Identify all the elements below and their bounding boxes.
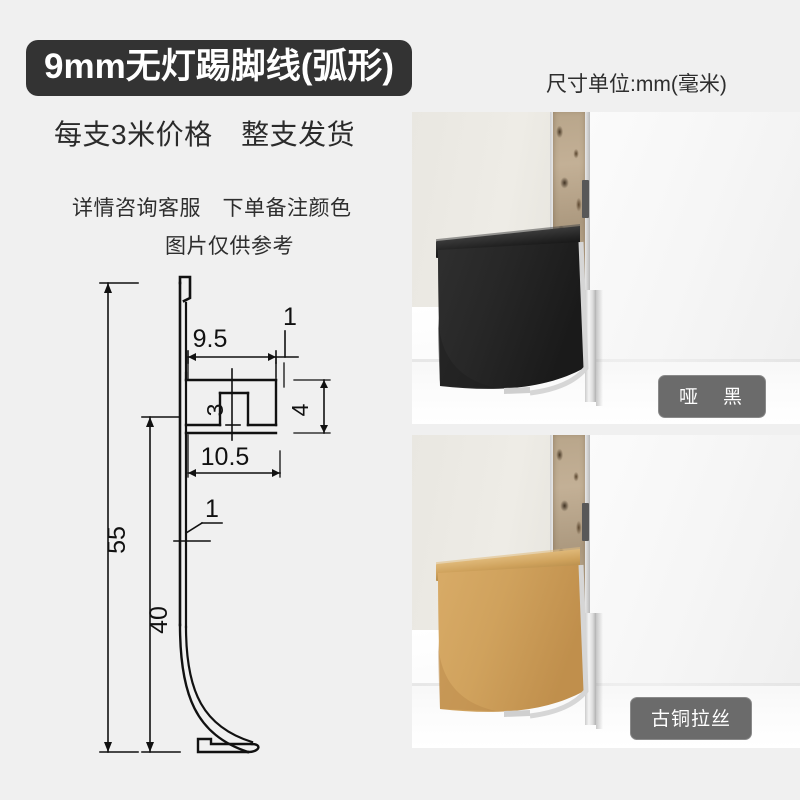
baseboard-curved-face: [434, 563, 594, 712]
photo-scene: [412, 435, 800, 748]
baseboard-silver-rim: [434, 240, 594, 396]
cork-frame-left: [550, 112, 554, 294]
reference-note: 图片仅供参考: [165, 235, 294, 258]
dim-label-4: 4: [287, 403, 313, 416]
dim-label-55: 55: [103, 526, 131, 554]
product-photo-matte-black: [412, 112, 800, 424]
baseboard-silver-rim: [434, 563, 594, 719]
product-photo-bronze: [412, 435, 800, 748]
cork-clip: [582, 180, 589, 218]
color-label-matte-black: 哑 黑: [658, 375, 767, 418]
baseboard-curved-face: [434, 240, 594, 389]
aluminium-trim-vertical: [585, 613, 596, 725]
aluminium-trim-vertical: [585, 290, 596, 402]
technical-drawing: 9.5 1 3 4 10.5 1 55 40: [80, 265, 400, 785]
cork-frame-left: [550, 435, 554, 617]
dim-label-40: 40: [145, 606, 173, 634]
photo-scene: [412, 112, 800, 424]
trim-shadow: [596, 613, 603, 729]
service-note: 详情咨询客服 下单备注颜色: [72, 197, 352, 220]
trim-shadow: [596, 290, 603, 406]
price-subtitle: 每支3米价格 整支发货: [54, 119, 356, 150]
unit-note: 尺寸单位:mm(毫米): [546, 73, 727, 96]
floor-edge: [412, 683, 800, 686]
cork-clip: [582, 503, 589, 541]
dim-label-3: 3: [202, 404, 228, 417]
page-title: 9mm无灯踢脚线(弧形): [26, 40, 413, 97]
color-label-bronze: 古铜拉丝: [630, 697, 753, 740]
dim-label-10-5: 10.5: [201, 443, 250, 471]
dim-label-9-5: 9.5: [193, 325, 228, 353]
dim-label-wall-thickness: 1: [205, 495, 219, 523]
dim-label-lip-thickness: 1: [283, 303, 297, 331]
floor-edge: [412, 359, 800, 362]
